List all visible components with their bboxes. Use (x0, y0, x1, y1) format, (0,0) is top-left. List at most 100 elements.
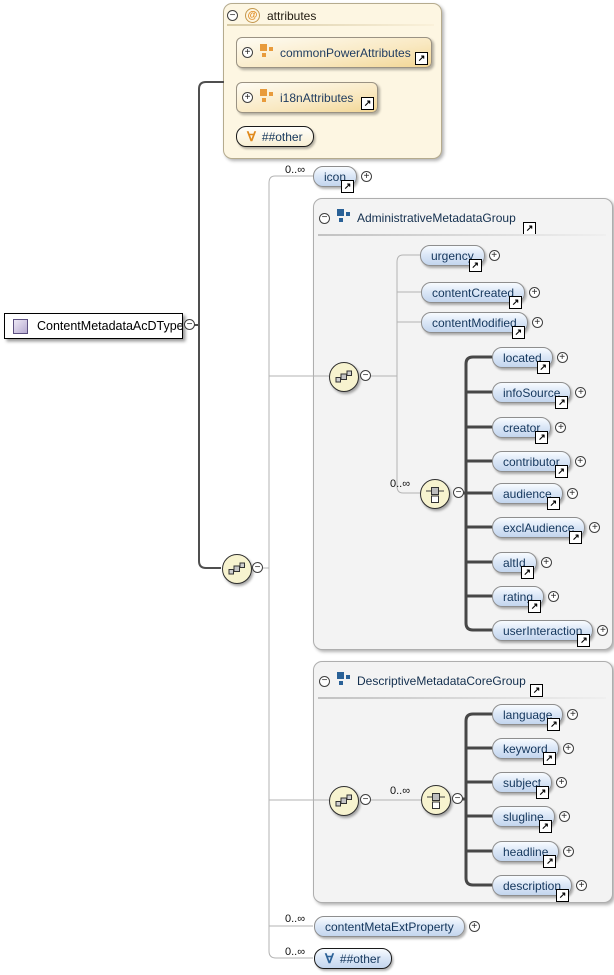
expand-icon[interactable]: + (529, 287, 541, 298)
element-pill-contentcreated[interactable]: contentCreated ↗ + (421, 282, 541, 309)
expand-icon[interactable]: + (556, 352, 568, 363)
expand-icon[interactable]: + (597, 625, 609, 636)
element-wildcard-pill[interactable]: ∀ ##other (314, 948, 392, 969)
element-pill-creator[interactable]: creator ↗ + (492, 417, 567, 444)
expand-icon[interactable]: + (242, 47, 253, 58)
element-label: contentCreated (432, 285, 515, 300)
element-pill-subject[interactable]: subject ↗ + (492, 772, 568, 799)
expand-icon[interactable]: + (468, 921, 480, 932)
attribute-wildcard-pill[interactable]: ∀ ##other (236, 126, 314, 147)
complex-type-icon (13, 318, 28, 334)
element-pill-headline[interactable]: headline ↗ + (492, 841, 575, 868)
element-pill-altid[interactable]: altId ↗ + (492, 552, 552, 579)
expand-icon[interactable]: + (574, 456, 586, 467)
collapse-icon[interactable]: − (360, 794, 371, 805)
collapse-icon[interactable]: − (453, 487, 464, 498)
element-pill-infosource[interactable]: infoSource ↗ + (492, 382, 587, 409)
attribute-group-label: i18nAttributes (280, 90, 354, 105)
link-arrow-icon[interactable]: ↗ (577, 634, 591, 647)
link-arrow-icon[interactable]: ↗ (554, 465, 568, 478)
element-pill-icon[interactable]: icon ↗ + (313, 166, 373, 193)
link-arrow-icon[interactable]: ↗ (555, 396, 569, 409)
link-arrow-icon[interactable]: ↗ (536, 786, 550, 799)
expand-icon[interactable]: + (562, 743, 574, 754)
link-arrow-icon[interactable]: ↗ (530, 684, 543, 697)
collapse-icon[interactable]: − (319, 675, 330, 687)
collapse-icon[interactable]: − (319, 212, 330, 224)
expand-icon[interactable]: + (242, 92, 253, 103)
element-pill-located[interactable]: located ↗ + (492, 347, 568, 374)
element-pill-urgency[interactable]: urgency ↗ + (420, 245, 500, 272)
collapse-icon[interactable]: − (452, 793, 463, 804)
collapse-icon[interactable]: − (360, 370, 371, 381)
element-pill-rating[interactable]: rating ↗ + (492, 586, 560, 613)
expand-icon[interactable]: + (563, 846, 575, 857)
element-pill-language[interactable]: language ↗ + (492, 704, 579, 731)
link-arrow-icon[interactable]: ↗ (520, 566, 534, 579)
group-icon (337, 672, 350, 690)
root-element-box[interactable]: ContentMetadataAcDType (4, 313, 184, 339)
element-label: subject (503, 775, 542, 790)
collapse-icon[interactable]: − (227, 10, 238, 21)
attribute-group-icon (260, 43, 273, 62)
link-arrow-icon[interactable]: ↗ (547, 718, 561, 731)
link-arrow-icon[interactable]: ↗ (543, 855, 557, 868)
attribute-group-label: commonPowerAttributes (280, 45, 411, 60)
expand-icon[interactable]: + (558, 811, 570, 822)
sequence-compositor-icon[interactable] (222, 554, 252, 584)
descriptive-group-title: DescriptiveMetadataCoreGroup (357, 674, 526, 688)
forall-icon: ∀ (325, 950, 334, 966)
expand-icon[interactable]: + (531, 317, 543, 328)
expand-icon[interactable]: + (575, 387, 587, 398)
expand-icon[interactable]: + (556, 777, 568, 788)
collapse-icon[interactable]: − (252, 562, 263, 573)
element-pill-slugline[interactable]: slugline ↗ + (492, 806, 570, 833)
occurrence-label: 0..∞ (285, 946, 306, 958)
element-pill-contributor[interactable]: contributor ↗ + (492, 451, 586, 478)
sequence-compositor-icon[interactable] (329, 362, 359, 392)
link-arrow-icon[interactable]: ↗ (341, 180, 355, 193)
occurrence-label: 0..∞ (390, 785, 411, 797)
element-pill-description[interactable]: description ↗ + (492, 875, 588, 902)
link-arrow-icon[interactable]: ↗ (468, 259, 482, 272)
link-arrow-icon[interactable]: ↗ (415, 52, 428, 65)
link-arrow-icon[interactable]: ↗ (542, 752, 556, 765)
element-label: altId (503, 555, 526, 570)
link-arrow-icon[interactable]: ↗ (536, 361, 550, 374)
link-arrow-icon[interactable]: ↗ (546, 497, 560, 510)
attribute-group-commonpowerattributes[interactable]: + commonPowerAttributes ↗ (236, 37, 432, 68)
link-arrow-icon[interactable]: ↗ (538, 820, 552, 833)
link-arrow-icon[interactable]: ↗ (511, 326, 525, 339)
element-pill-exclaudience[interactable]: exclAudience ↗ + (492, 517, 601, 544)
choice-compositor-icon[interactable] (420, 479, 450, 509)
expand-icon[interactable]: + (567, 709, 579, 720)
link-arrow-icon[interactable]: ↗ (556, 889, 570, 902)
expand-icon[interactable]: + (576, 880, 588, 891)
choice-compositor-icon[interactable] (421, 785, 451, 815)
element-pill-userinteraction[interactable]: userInteraction ↗ + (492, 620, 609, 647)
expand-icon[interactable]: + (548, 591, 560, 602)
expand-icon[interactable]: + (566, 488, 578, 499)
collapse-icon[interactable]: − (184, 319, 195, 330)
expand-icon[interactable]: + (555, 422, 567, 433)
link-arrow-icon[interactable]: ↗ (535, 431, 549, 444)
expand-icon[interactable]: + (361, 171, 373, 182)
link-arrow-icon[interactable]: ↗ (569, 531, 583, 544)
root-element-label: ContentMetadataAcDType (37, 319, 184, 333)
occurrence-label: 0..∞ (285, 164, 306, 176)
element-label: audience (503, 486, 552, 501)
link-arrow-icon[interactable]: ↗ (361, 97, 374, 110)
expand-icon[interactable]: + (589, 522, 601, 533)
expand-icon[interactable]: + (488, 250, 500, 261)
attribute-group-i18nattributes[interactable]: + i18nAttributes ↗ (236, 82, 378, 113)
link-arrow-icon[interactable]: ↗ (528, 600, 542, 613)
element-pill-contentmodified[interactable]: contentModified ↗ + (421, 312, 543, 339)
element-pill-keyword[interactable]: keyword ↗ + (492, 738, 574, 765)
sequence-compositor-icon[interactable] (329, 786, 359, 816)
element-pill-contentmetaextproperty[interactable]: contentMetaExtProperty + (314, 916, 480, 937)
element-pill-audience[interactable]: audience ↗ + (492, 483, 578, 510)
expand-icon[interactable]: + (540, 557, 552, 568)
separator (227, 24, 434, 26)
link-arrow-icon[interactable]: ↗ (509, 296, 523, 309)
forall-icon: ∀ (247, 128, 256, 144)
